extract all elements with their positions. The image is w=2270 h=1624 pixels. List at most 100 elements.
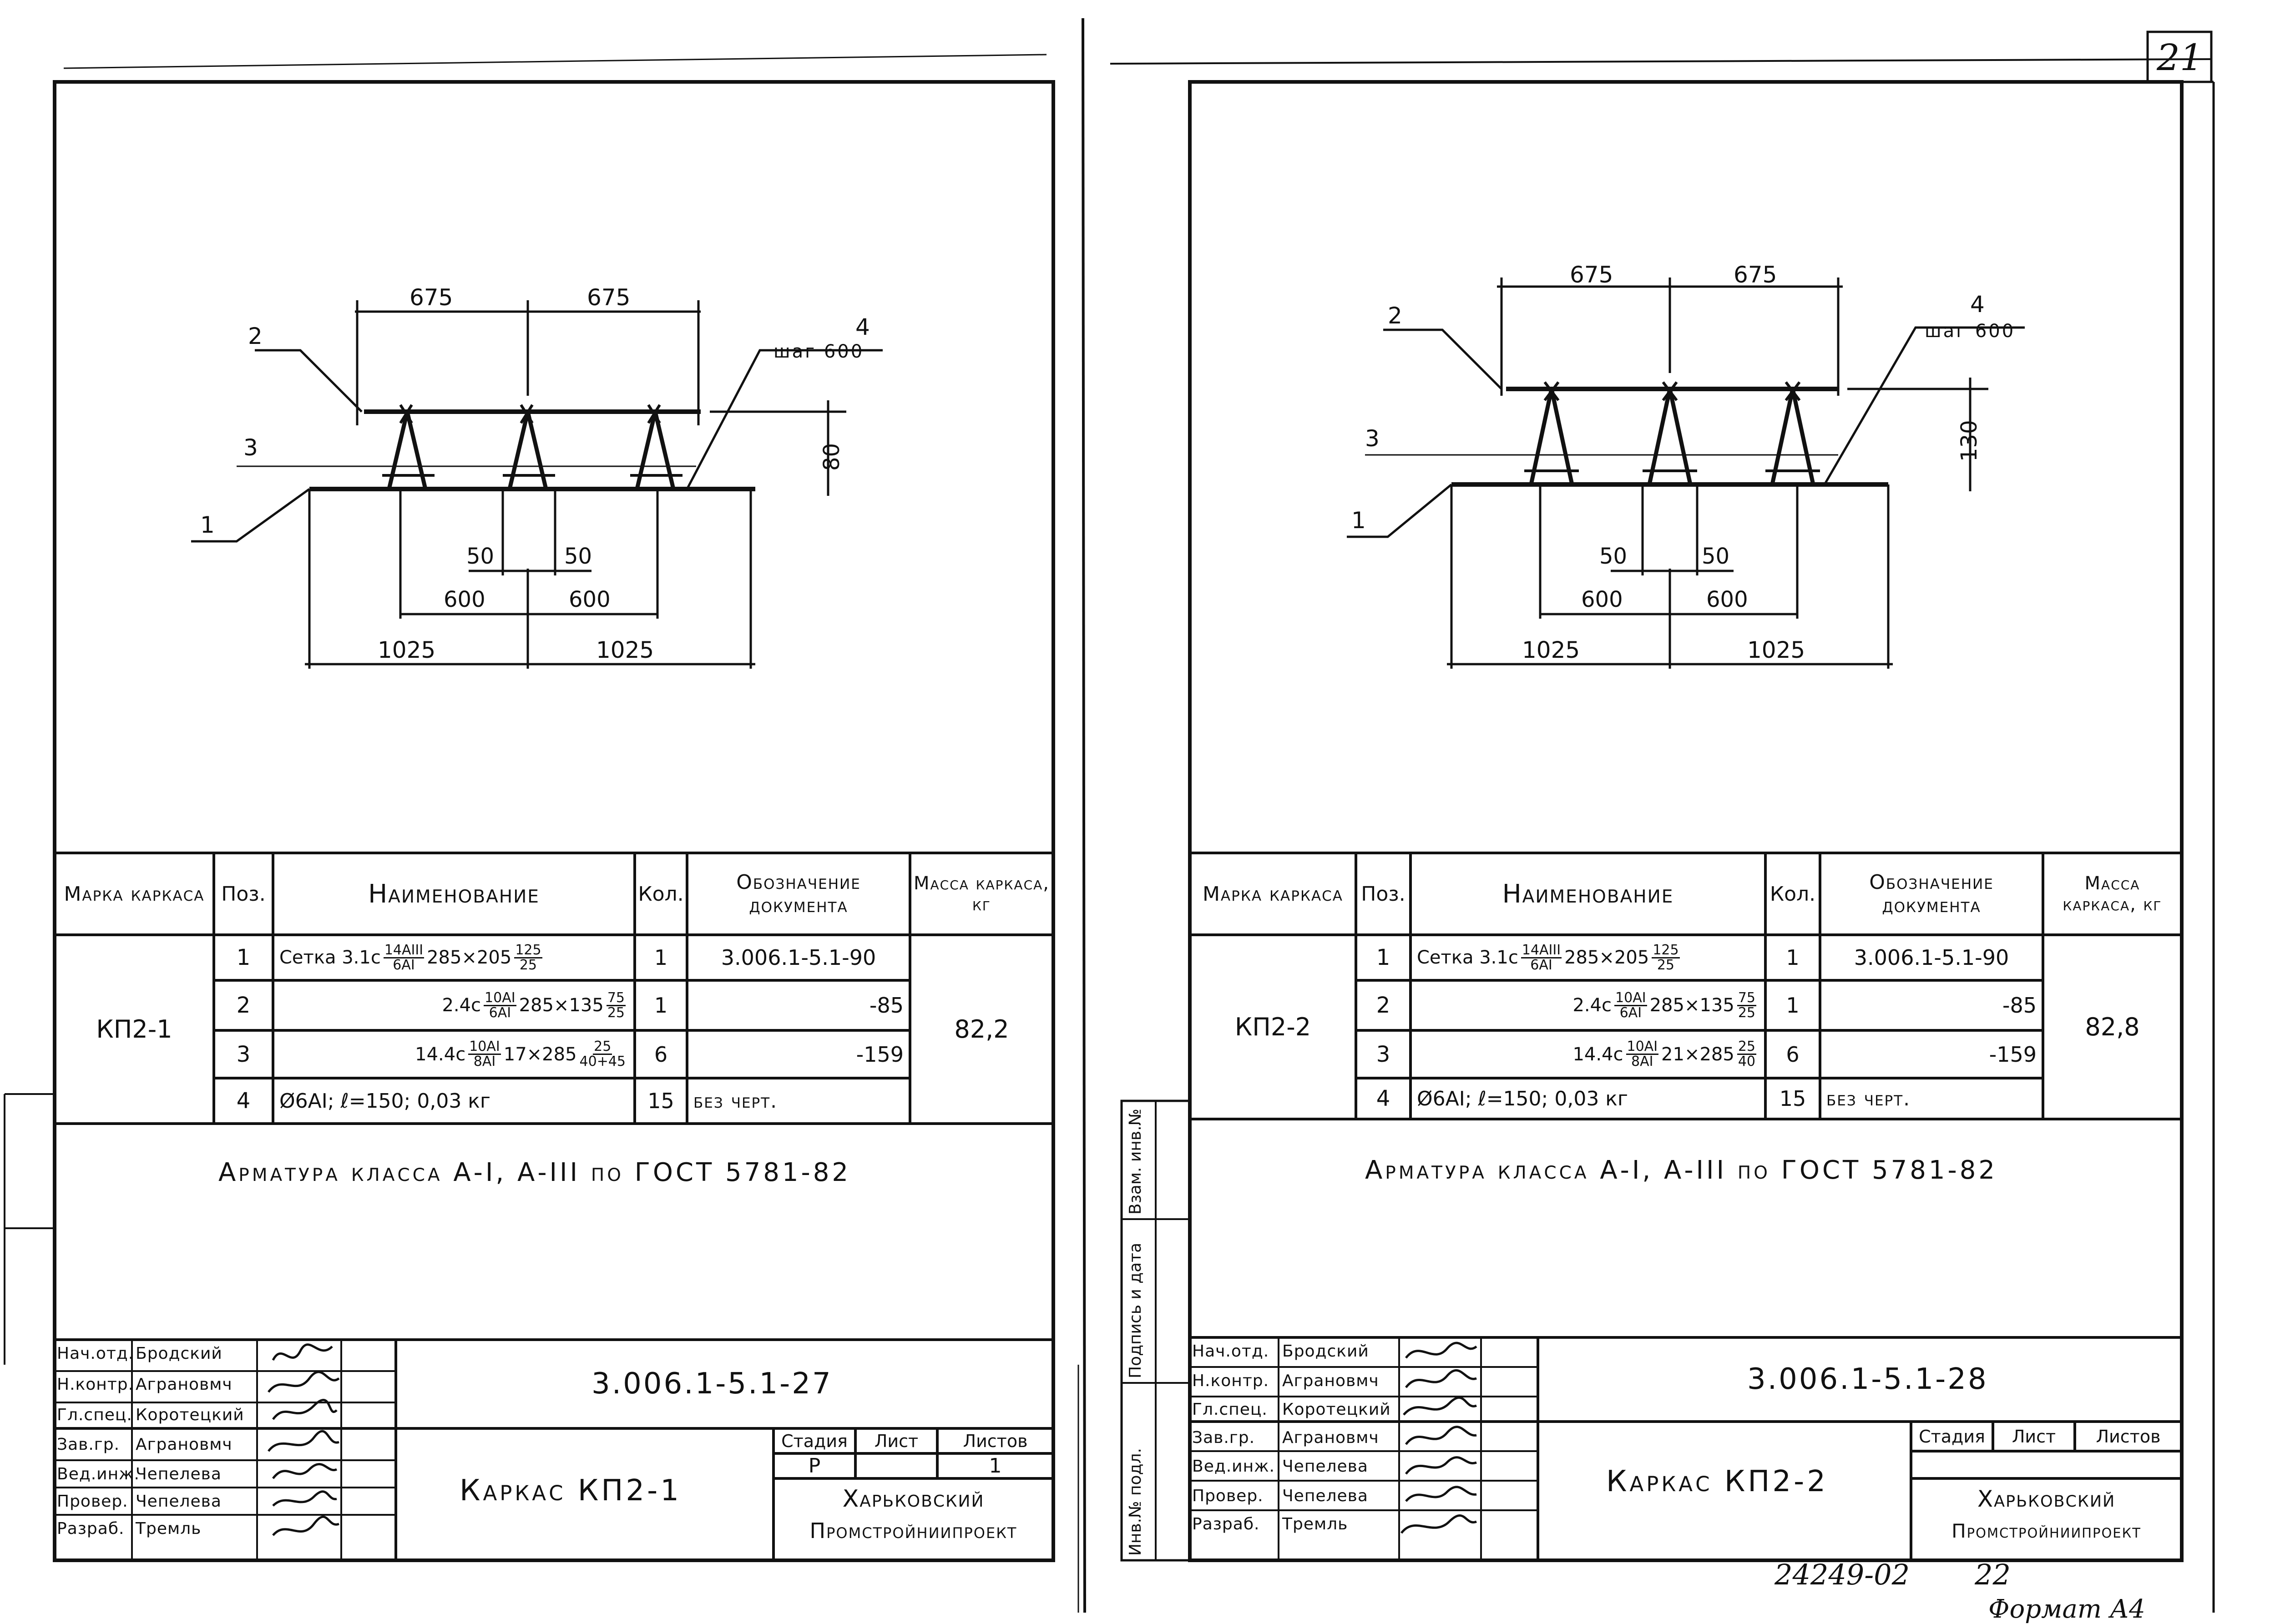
row-pos: 4	[1376, 1086, 1390, 1111]
name-prefix: Сетка 3.1с	[1417, 947, 1518, 968]
frame-mass: 82,2	[954, 1015, 1009, 1044]
row-doc: -85	[869, 993, 904, 1018]
name-numerator: 10АI	[468, 1039, 501, 1055]
row-qty: 6	[654, 1042, 668, 1067]
dim-bottom-1: 1025	[1522, 637, 1580, 663]
row-doc: -85	[2002, 993, 2037, 1018]
stamp-role: Вед.инж.	[1192, 1457, 1275, 1476]
dim-mid-1: 600	[444, 587, 485, 612]
name-size: 285×135	[519, 995, 604, 1016]
stamp-role: Провер.	[1192, 1487, 1264, 1505]
label-3: 3	[1365, 425, 1380, 452]
dim-bottom-2: 1025	[1747, 637, 1805, 663]
stamp-name: Чепелева	[136, 1492, 222, 1511]
doc-code: 3.006.1-5.1-27	[592, 1367, 833, 1401]
name-step-denominator: 25	[519, 957, 537, 973]
label-2: 2	[1388, 303, 1402, 329]
rebar-note: Арматура класса А-I, А-III по ГОСТ 5781-…	[218, 1158, 851, 1187]
stamp-role: Разраб.	[1192, 1515, 1260, 1533]
name-size: 17×285	[503, 1044, 577, 1065]
frame-mark: КП2-2	[1234, 1013, 1311, 1041]
row-pos: 2	[236, 993, 251, 1018]
stamp-role: Вед.инж.	[57, 1465, 140, 1483]
dim-top-1: 675	[1570, 262, 1613, 288]
sheet-title: Каркас КП2-1	[460, 1474, 682, 1508]
name-size: 285×205	[1564, 947, 1649, 968]
name-prefix: Сетка 3.1с	[279, 947, 381, 968]
dim-small-2: 50	[1702, 544, 1730, 569]
sheet-header: Лист	[2012, 1426, 2056, 1447]
row-qty: 15	[647, 1089, 674, 1113]
name-size: 285×205	[427, 947, 512, 968]
dim-mid-1: 600	[1581, 587, 1623, 612]
stamp-role: Нач.отд.	[1192, 1342, 1269, 1361]
stamp-name: Чепелева	[136, 1465, 222, 1483]
dim-small-1: 50	[466, 544, 495, 569]
stamp-role: Гл.спец.	[57, 1406, 132, 1424]
header-qty: Кол.	[638, 882, 684, 906]
row-qty: 1	[1786, 993, 1800, 1018]
row-pos: 4	[236, 1088, 251, 1114]
row-doc: 3.006.1-5.1-90	[721, 945, 876, 970]
name-prefix: 2.4с	[442, 995, 481, 1016]
stamp-name: Бродский	[136, 1344, 222, 1363]
callout-4-number: 4	[1970, 291, 1985, 318]
header-mass: Масса каркаса, кг	[2063, 873, 2162, 915]
dim-small-2: 50	[564, 544, 592, 569]
dim-bottom-2: 1025	[596, 637, 654, 663]
name-step-numerator: 125	[514, 942, 542, 958]
frame-mark: КП2-1	[96, 1015, 172, 1044]
name-step-numerator: 75	[606, 989, 626, 1006]
name-denominator: 8АI	[1631, 1054, 1653, 1069]
callout-4-number: 4	[855, 314, 870, 340]
rebar-note: Арматура класса А-I, А-III по ГОСТ 5781-…	[1365, 1155, 1998, 1185]
name-step-numerator: 125	[1652, 942, 1680, 958]
dim-mid-2: 600	[1706, 587, 1748, 612]
name-step-denominator: 25	[607, 1004, 625, 1021]
name-denominator: 8АI	[473, 1054, 496, 1069]
dim-mid-2: 600	[569, 587, 611, 612]
callout-4-text: шаг 600	[774, 341, 865, 362]
stamp-name: Чепелева	[1282, 1487, 1368, 1505]
name-step-denominator: 40	[1738, 1054, 1755, 1069]
header-pos: Поз.	[1361, 882, 1405, 906]
name-numerator: 10АI	[1626, 1039, 1659, 1055]
side-stamp-sign-label: Подпись и дата	[1126, 1242, 1145, 1378]
header-name: Наименование	[1502, 879, 1674, 909]
row-pos: 3	[236, 1041, 251, 1067]
frame-mass: 82,8	[2085, 1013, 2140, 1041]
sheets-value: 1	[989, 1454, 1002, 1478]
stamp-name: Чепелева	[1282, 1457, 1368, 1476]
name-size: 21×285	[1661, 1044, 1734, 1065]
row-qty: 1	[1786, 945, 1800, 970]
header-mark: Марка каркаса	[64, 882, 205, 906]
sheet-value	[1993, 1451, 2075, 1478]
dim-small-1: 50	[1599, 544, 1628, 569]
name-prefix: 14.4с	[1572, 1044, 1623, 1065]
label-1: 1	[1351, 507, 1366, 534]
stamp-role: Разраб.	[57, 1519, 125, 1538]
sheet-header: Лист	[874, 1431, 919, 1451]
org-name-line2: Промстройниипроект	[1951, 1519, 2141, 1542]
row-qty: 1	[654, 945, 668, 970]
header-name: Наименование	[368, 879, 540, 909]
sheets-header: Листов	[2096, 1426, 2161, 1447]
header-pos: Поз.	[221, 882, 266, 906]
label-3: 3	[243, 434, 258, 461]
header-doc: Обозначение документа	[736, 871, 861, 917]
name-numerator: 14АIII	[383, 942, 425, 958]
row-qty: 15	[1779, 1086, 1806, 1111]
org-name-line2: Промстройниипроект	[809, 1518, 1017, 1543]
label-1: 1	[200, 512, 215, 538]
header-doc: Обозначение документа	[1869, 871, 1994, 917]
stamp-role: Зав.гр.	[57, 1435, 120, 1454]
stamp-role: Нач.отд.	[57, 1344, 134, 1363]
stamp-name: Аграновмч	[1282, 1372, 1379, 1390]
stamp-name: Аграновмч	[136, 1375, 233, 1394]
stamp-name: Аграновмч	[136, 1435, 233, 1454]
